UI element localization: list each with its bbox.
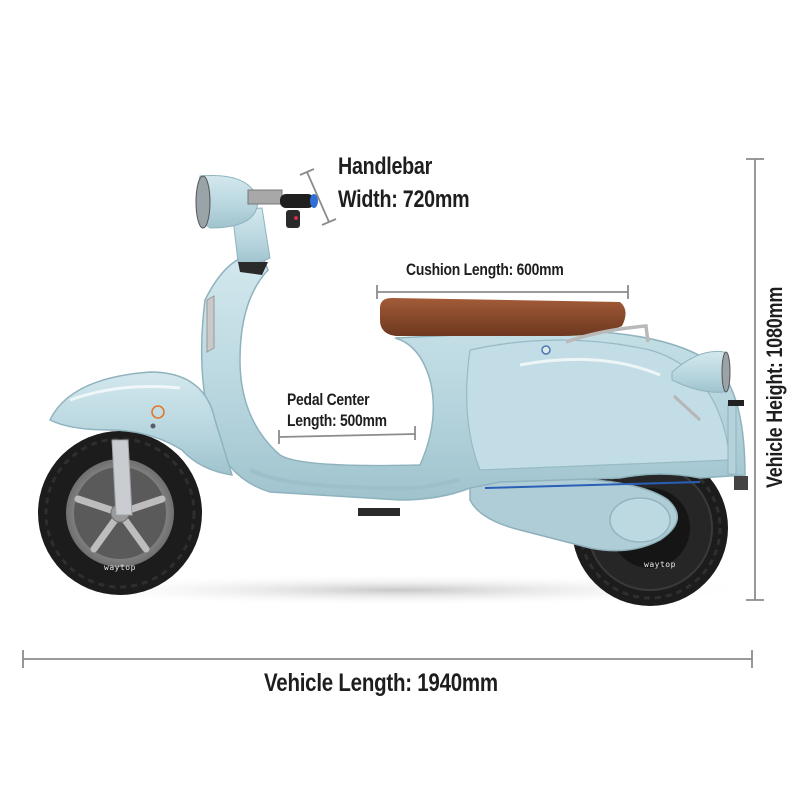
pedal-center-length-label: Pedal Center Length: 500mm: [287, 389, 387, 431]
pedal-label-line1: Pedal Center: [287, 390, 370, 409]
pedal-length-line: [278, 426, 416, 444]
fender-logo-icon: [151, 405, 165, 419]
vehicle-height-label: Vehicle Height: 1080mm: [762, 286, 787, 488]
vehicle-length-line: [22, 650, 753, 668]
vehicle-height-line: [746, 158, 764, 601]
seat: [380, 298, 626, 336]
rear-tire-brand: waytop: [644, 560, 676, 569]
front-wheel: [38, 431, 202, 595]
dimension-lines: [22, 158, 764, 668]
handlebar-width-line: [299, 168, 337, 226]
handlebar-label-line2: Width: 720mm: [338, 186, 470, 213]
handlebar-label-line1: Handlebar: [338, 153, 433, 180]
handlebar-width-label: Handlebar Width: 720mm: [338, 150, 470, 216]
front-tire-brand: waytop: [104, 563, 136, 572]
pedal-label-line2: Length: 500mm: [287, 411, 387, 430]
scooter-body: [49, 175, 748, 516]
cushion-length-line: [376, 285, 629, 299]
ground-shadow: [40, 574, 760, 606]
vehicle-length-label: Vehicle Length: 1940mm: [264, 669, 498, 697]
cushion-length-label: Cushion Length: 600mm: [406, 260, 564, 279]
